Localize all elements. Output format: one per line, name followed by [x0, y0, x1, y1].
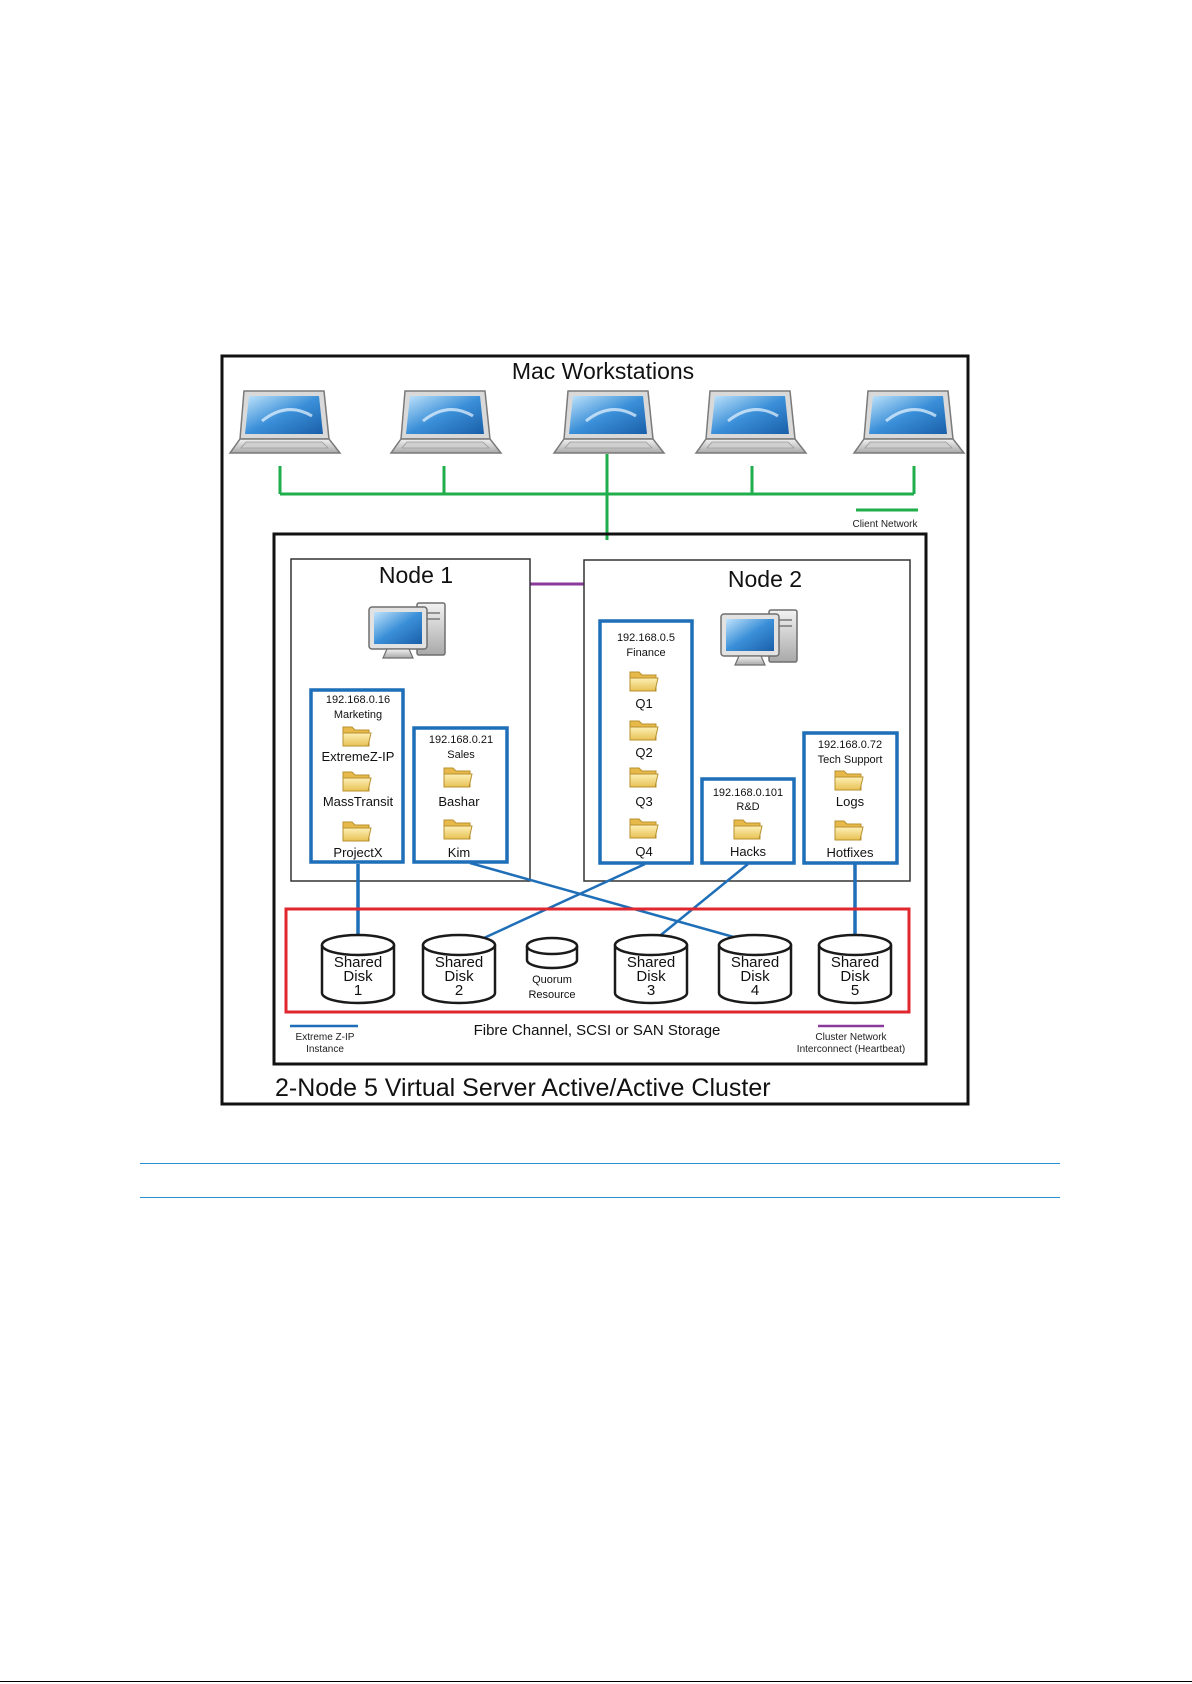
instance-name: Tech Support	[818, 754, 883, 766]
page-footer-line	[0, 1681, 1192, 1682]
instance-name: R&D	[736, 801, 759, 813]
desktop-computer-icon	[368, 602, 446, 659]
instance-marketing: 192.168.0.16 Marketing ExtremeZ-IP MassT…	[309, 688, 405, 864]
svg-text:Quorum: Quorum	[532, 974, 572, 986]
folder-label: Hotfixes	[827, 845, 874, 860]
folder-label: Q4	[635, 844, 652, 859]
folder-icon	[342, 726, 372, 747]
svg-text:Disk: Disk	[840, 968, 870, 985]
svg-text:5: 5	[851, 982, 859, 999]
instance-ip: 192.168.0.72	[818, 739, 882, 751]
folder-icon	[342, 821, 372, 842]
instance-ip: 192.168.0.21	[429, 734, 493, 746]
laptop-icon	[389, 389, 503, 455]
shared-disk-3: Shared Disk 3	[613, 933, 689, 1005]
cluster-frame	[272, 532, 928, 1066]
instance-name: Sales	[447, 749, 475, 761]
folder-label: Kim	[448, 845, 470, 860]
svg-text:1: 1	[354, 982, 362, 999]
node-2-title: Node 2	[728, 566, 802, 592]
folder-label: Hacks	[730, 844, 767, 859]
shared-disk-5: Shared Disk 5	[817, 933, 893, 1005]
folder-icon	[629, 671, 659, 692]
folder-label: Q2	[635, 745, 652, 760]
storage-label: Fibre Channel, SCSI or SAN Storage	[474, 1022, 721, 1039]
instance-ip: 192.168.0.16	[326, 694, 390, 706]
shared-disk-1: Shared Disk 1	[320, 933, 396, 1005]
folder-label: ProjectX	[333, 845, 382, 860]
storage-box	[284, 907, 911, 1014]
instance-legend-line1: Extreme Z-IP	[296, 1032, 355, 1043]
svg-text:Disk: Disk	[740, 968, 770, 985]
instance-name: Marketing	[334, 709, 382, 721]
quorum-resource: Quorum Resource	[525, 936, 579, 1001]
rule-upper	[140, 1163, 1060, 1164]
folder-icon	[342, 771, 372, 792]
folder-label: Q1	[635, 696, 652, 711]
svg-text:Disk: Disk	[444, 968, 474, 985]
instance-name: Finance	[626, 647, 665, 659]
shared-disk-2: Shared Disk 2	[421, 933, 497, 1005]
disk-cylinder-icon	[525, 936, 579, 956]
client-network	[278, 454, 918, 540]
svg-text:Shared: Shared	[831, 954, 879, 971]
folder-icon	[834, 820, 864, 841]
folder-label: MassTransit	[323, 794, 394, 809]
folder-icon	[629, 818, 659, 839]
instance-tech-support: 192.168.0.72 Tech Support Logs Hotfixes	[802, 731, 899, 865]
instance-rnd: 192.168.0.101 R&D Hacks	[700, 777, 796, 865]
folder-icon	[443, 767, 473, 788]
folder-label: ExtremeZ-IP	[322, 749, 395, 764]
instance-ip: 192.168.0.5	[617, 632, 675, 644]
svg-text:2: 2	[455, 982, 463, 999]
folder-icon	[834, 770, 864, 791]
laptop-icon	[228, 389, 342, 455]
folder-icon	[629, 767, 659, 788]
folder-icon	[629, 720, 659, 741]
instance-disk-links	[356, 861, 857, 945]
client-network-legend: Client Network	[852, 519, 918, 530]
desktop-computer-icon	[720, 609, 798, 666]
instance-finance: 192.168.0.5 Finance Q1 Q2 Q3 Q4	[598, 619, 694, 865]
heartbeat-legend-line2: Interconnect (Heartbeat)	[797, 1044, 905, 1055]
svg-text:4: 4	[751, 982, 759, 999]
node-1-title: Node 1	[379, 562, 453, 588]
svg-text:Shared: Shared	[435, 954, 483, 971]
svg-text:3: 3	[647, 982, 655, 999]
folder-label: Logs	[836, 794, 865, 809]
instance-sales: 192.168.0.21 Sales Bashar Kim	[412, 726, 509, 864]
svg-text:Disk: Disk	[343, 968, 373, 985]
folder-label: Q3	[635, 794, 652, 809]
folder-icon	[443, 819, 473, 840]
diagram-top-title: Mac Workstations	[512, 358, 694, 384]
folder-label: Bashar	[438, 794, 480, 809]
instance-legend-line2: Instance	[306, 1044, 344, 1055]
diagram-bottom-title: 2-Node 5 Virtual Server Active/Active Cl…	[275, 1074, 771, 1102]
svg-text:Disk: Disk	[636, 968, 666, 985]
rule-lower	[140, 1197, 1060, 1198]
shared-disk-4: Shared Disk 4	[717, 933, 793, 1005]
heartbeat-legend-line1: Cluster Network	[815, 1032, 887, 1043]
folder-icon	[733, 819, 763, 840]
svg-text:Shared: Shared	[334, 954, 382, 971]
laptop-icon	[552, 389, 666, 455]
instance-ip: 192.168.0.101	[713, 787, 783, 799]
svg-text:Shared: Shared	[731, 954, 779, 971]
svg-text:Resource: Resource	[528, 989, 575, 1001]
laptop-icon	[694, 389, 808, 455]
laptop-icon	[852, 389, 966, 455]
svg-text:Shared: Shared	[627, 954, 675, 971]
